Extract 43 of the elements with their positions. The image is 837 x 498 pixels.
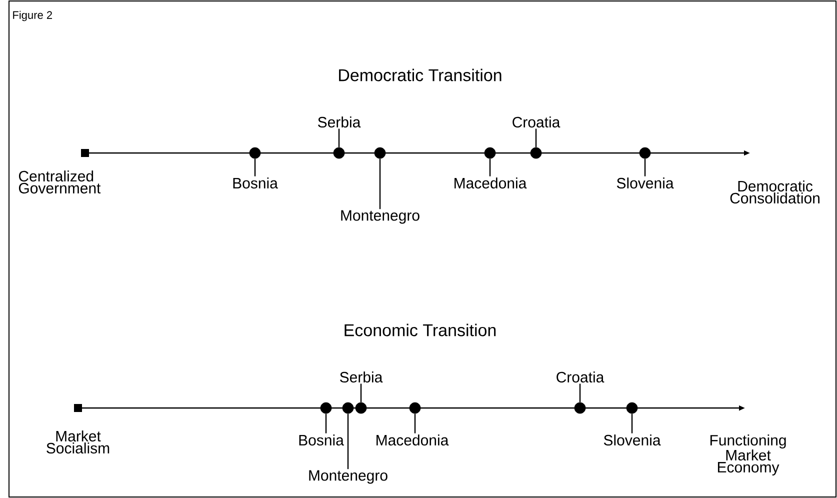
point-marker [320, 402, 332, 414]
point-marker [574, 402, 586, 414]
country-label: Montenegro [341, 210, 420, 224]
country-label: Slovenia [616, 178, 674, 188]
country-label: Serbia [318, 116, 361, 128]
section-title: Economic Transition [344, 324, 496, 336]
country-label: Croatia [512, 116, 560, 128]
leader-line [535, 128, 537, 148]
point-marker [333, 147, 345, 159]
leader-line [254, 158, 256, 176]
point-marker [342, 402, 354, 414]
leader-line [631, 414, 633, 434]
point-marker [639, 147, 651, 159]
section-title: Democratic Transition [339, 68, 502, 82]
point-marker [249, 147, 261, 159]
point-marker [409, 402, 421, 414]
axis-end-label: Functioning Market Economy [710, 434, 786, 476]
country-label: Macedonia [454, 178, 527, 188]
point-marker [530, 147, 542, 159]
country-label: Montenegro [309, 470, 388, 484]
point-marker [626, 402, 638, 414]
leader-line [325, 414, 327, 434]
country-label: Slovenia [604, 434, 661, 446]
leader-line [414, 414, 416, 434]
axis-end-label: Democratic Consolidation [730, 180, 820, 204]
leader-line [360, 384, 362, 402]
leader-line [379, 158, 381, 210]
point-marker [484, 147, 496, 159]
leader-line [338, 128, 340, 148]
country-label: Bosnia [233, 178, 278, 188]
point-marker [355, 402, 367, 414]
leader-line [489, 158, 491, 176]
figure-number: Figure 2 [13, 10, 52, 22]
country-label: Croatia [556, 372, 604, 382]
leader-line [644, 158, 646, 176]
country-label: Serbia [340, 372, 383, 382]
country-label: Bosnia [299, 434, 344, 446]
country-label: Macedonia [376, 434, 449, 446]
axis-end-label: Market Socialism [46, 430, 110, 454]
point-marker [374, 147, 386, 159]
leader-line [347, 414, 349, 470]
leader-line [579, 384, 581, 402]
axis-end-label: Centralized Government [18, 170, 101, 194]
